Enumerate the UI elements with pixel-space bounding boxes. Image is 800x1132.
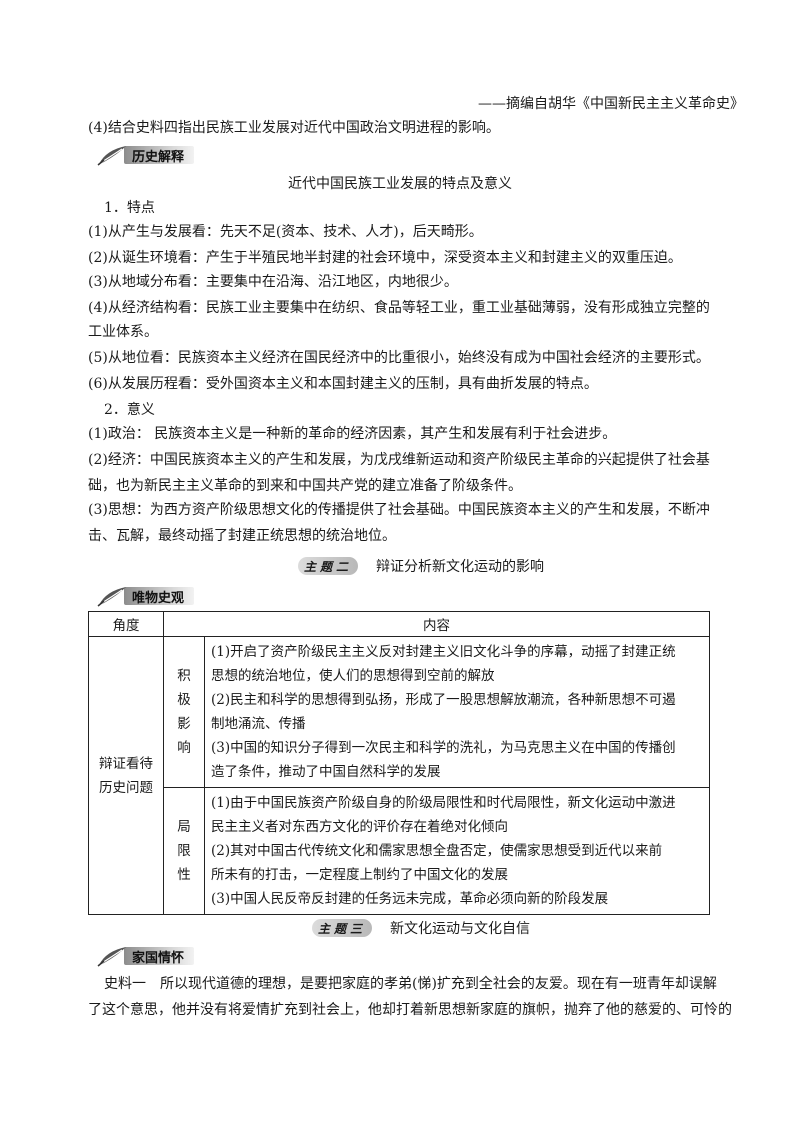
feather-pen-icon [97, 587, 126, 607]
badge-label: 历史解释 [124, 146, 195, 165]
badge-history-explanation: 历史解释 [96, 144, 195, 166]
question-4: (4)结合史料四指出民族工业发展对近代中国政治文明进程的影响。 [88, 120, 500, 136]
feather-pen-icon [97, 146, 126, 166]
label-char: 性 [177, 867, 191, 883]
topic-title: 新文化运动与文化自信 [390, 921, 531, 937]
content-line: (2)其对中国古代传统文化和儒家思想全盘否定，使儒家思想受到近代以来前 [211, 843, 663, 859]
content-line: 思想的统治地位，使人们的思想得到空前的解放 [211, 668, 495, 684]
limitation-content-cell: (1)由于中国民族资产阶级自身的阶级局限性和时代局限性，新文化运动中激进 民主主… [204, 787, 710, 915]
content-line: (1)开启了资产阶级民主主义反对封建主义旧文化斗争的序幕，动摇了封建正统 [211, 644, 676, 660]
feather-pen-icon [97, 947, 126, 967]
label-char: 影 [177, 716, 191, 732]
trait-line: (4)从经济结构看：民族工业主要集中在纺织、食品等轻工业，重工业基础薄弱，没有形… [88, 300, 710, 316]
positive-content-cell: (1)开启了资产阶级民主主义反对封建主义旧文化斗争的序幕，动摇了封建正统 思想的… [204, 636, 710, 788]
topic-badge: 主题二 [298, 557, 359, 575]
source-citation: ——摘编自胡华《中国新民主主义革命史》 [478, 96, 744, 112]
topic-title: 辩证分析新文化运动的影响 [376, 559, 545, 575]
label-char: 限 [177, 843, 191, 859]
trait-line: (3)从地域分布看：主要集中在沿海、沿江地区，内地很少。 [88, 274, 458, 290]
influence-table: 角度 内容 辩证看待 历史问题 积 极 影 响 (1)开启了资产阶级民主主义反对… [88, 611, 710, 915]
badge-family-nation: 家国情怀 [96, 945, 195, 967]
label-char: 局 [177, 819, 191, 835]
limitation-label-cell: 局 限 性 [163, 787, 205, 915]
angle-cell: 辩证看待 历史问题 [88, 636, 164, 915]
label-char: 积 [177, 668, 191, 684]
meaning-line: 击、瓦解，最终动摇了封建正统思想的统治地位。 [88, 528, 396, 544]
badge-label: 唯物史观 [124, 587, 195, 606]
material-1-line: 了这个意思，他并没有将爱情扩充到社会上，他却打着新思想新家庭的旗帜，抛弃了他的慈… [88, 1002, 732, 1018]
content-line: 制地涌流、传播 [211, 716, 306, 732]
topic-2-header: 主题二 辩证分析新文化运动的影响 [298, 555, 544, 577]
section-title: 近代中国民族工业发展的特点及意义 [288, 176, 512, 192]
content-line: 民主主义者对东西方文化的评价存在着绝对化倾向 [211, 819, 508, 835]
traits-heading: 1．特点 [104, 200, 155, 216]
meaning-line: 础，也为新民主主义革命的到来和中国共产党的建立准备了阶级条件。 [88, 478, 522, 494]
content-line: 造了条件，推动了中国自然科学的发展 [211, 764, 441, 780]
content-line: (2)民主和科学的思想得到弘扬，形成了一股思想解放潮流，各种新思想不可遏 [211, 692, 676, 708]
topic-3-header: 主题三 新文化运动与文化自信 [312, 917, 530, 939]
positive-label-cell: 积 极 影 响 [163, 636, 205, 788]
content-line: (3)中国人民反帝反封建的任务远未完成，革命必须向新的阶段发展 [211, 891, 609, 907]
trait-line: 工业体系。 [88, 324, 158, 340]
header-angle: 角度 [88, 611, 164, 637]
badge-label: 家国情怀 [124, 947, 195, 966]
trait-line: (2)从诞生环境看：产生于半殖民地半封建的社会环境中，深受资本主义和封建主义的双… [88, 250, 682, 266]
meaning-heading: 2．意义 [104, 402, 155, 418]
material-1-line: 史料一 所以现代道德的理想，是要把家庭的孝弟(悌)扩充到全社会的友爱。现在有一班… [104, 976, 717, 992]
meaning-line: (1)政治： 民族资本主义是一种新的革命的经济因素，其产生和发展有利于社会进步。 [88, 426, 617, 442]
angle-line: 辩证看待 [99, 755, 153, 772]
angle-line: 历史问题 [99, 779, 153, 796]
meaning-line: (2)经济：中国民族资本主义的产生和发展，为戊戌维新运动和资产阶级民主革命的兴起… [88, 452, 710, 468]
content-line: 所未有的打击，一定程度上制约了中国文化的发展 [211, 867, 508, 883]
label-char: 响 [177, 740, 191, 756]
content-line: (1)由于中国民族资产阶级自身的阶级局限性和时代局限性，新文化运动中激进 [211, 795, 676, 811]
meaning-line: (3)思想：为西方资产阶级思想文化的传播提供了社会基础。中国民族资本主义的产生和… [88, 502, 710, 518]
label-char: 极 [177, 692, 191, 708]
topic-badge: 主题三 [312, 919, 373, 937]
trait-line: (6)从发展历程看：受外国资本主义和本国封建主义的压制，具有曲折发展的特点。 [88, 376, 598, 392]
header-content: 内容 [163, 611, 710, 637]
trait-line: (1)从产生与发展看：先天不足(资本、技术、人才)，后天畸形。 [88, 224, 483, 240]
badge-historical-materialism: 唯物史观 [96, 585, 195, 607]
trait-line: (5)从地位看：民族资本主义经济在国民经济中的比重很小，始终没有成为中国社会经济… [88, 350, 710, 366]
content-line: (3)中国的知识分子得到一次民主和科学的洗礼，为马克思主义在中国的传播创 [211, 740, 676, 756]
